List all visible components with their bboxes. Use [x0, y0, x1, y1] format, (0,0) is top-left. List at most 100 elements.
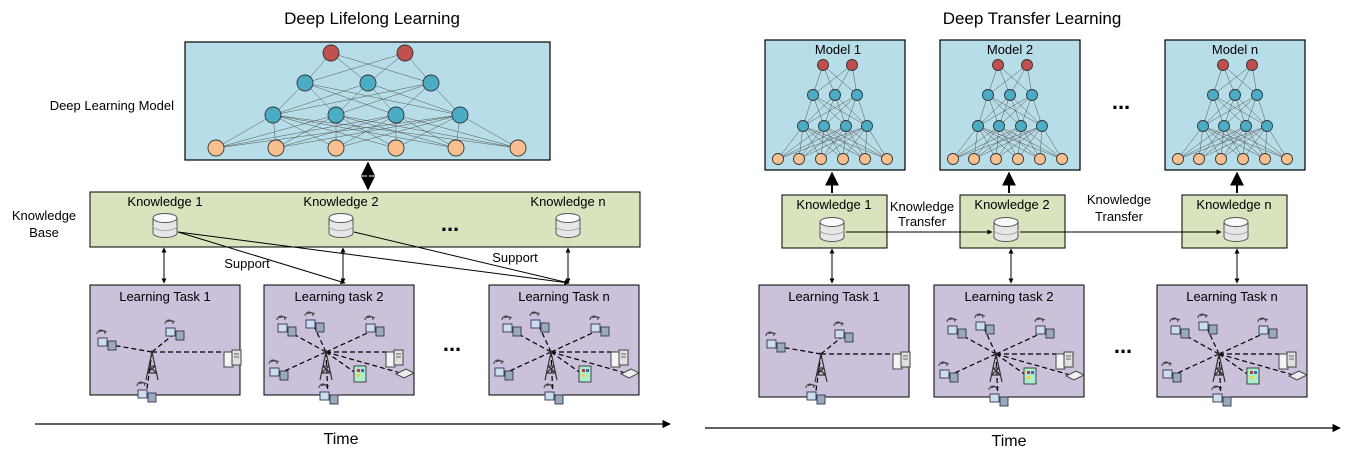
server-icon: [1278, 351, 1297, 370]
network-edge: [802, 94, 836, 127]
network-node: [815, 153, 827, 165]
model-box: [939, 39, 1081, 171]
network-edge: [215, 114, 337, 149]
network-edge: [1212, 94, 1268, 127]
network-node: [1172, 153, 1184, 165]
model-n-label: Model n: [1212, 42, 1258, 57]
network-node: [1021, 59, 1033, 71]
network-edge: [1202, 125, 1266, 160]
network-node: [1281, 153, 1293, 165]
network-edge: [1220, 125, 1268, 160]
network-edge: [304, 82, 461, 116]
network-node: [359, 74, 377, 92]
network-edge: [842, 125, 868, 160]
network-node: [772, 153, 784, 165]
network-edge: [1202, 125, 1288, 160]
wireless-link: [313, 325, 327, 353]
task-ellipsis: ...: [1114, 333, 1132, 358]
network-node: [1237, 153, 1249, 165]
network-edge: [822, 64, 858, 96]
left-title: Deep Lifelong Learning: [284, 9, 460, 28]
knowledge-transfer-label-2a: Knowledge: [1087, 192, 1151, 207]
network-edge: [1198, 125, 1268, 160]
network-node: [1026, 89, 1038, 101]
learning-task-box: [758, 284, 910, 398]
server-icon: [610, 349, 629, 368]
network-edge: [215, 114, 274, 149]
network-node: [837, 153, 849, 165]
network-edge: [1212, 64, 1253, 96]
network-node: [1004, 89, 1016, 101]
network-edge: [1202, 94, 1258, 127]
network-edge: [395, 114, 519, 149]
right-knowledge-2-label: Knowledge 2: [974, 197, 1049, 212]
network-edge: [823, 94, 858, 127]
right-learning-task-n-label: Learning Task n: [1186, 289, 1278, 304]
network-edge: [998, 94, 1033, 127]
time-label: Time: [324, 431, 359, 448]
network-scene: [96, 319, 242, 403]
network-node: [1015, 120, 1027, 132]
network-node: [1215, 153, 1227, 165]
network-edge: [335, 114, 397, 149]
network-node: [1251, 89, 1263, 101]
network-node: [817, 59, 829, 71]
database-icon: [1223, 217, 1249, 242]
network-node: [207, 139, 225, 157]
network-node: [1034, 153, 1046, 165]
network-edge: [272, 114, 397, 149]
network-edge: [777, 125, 847, 160]
network-scene: [493, 311, 640, 405]
network-edge: [987, 94, 1043, 127]
network-edge: [802, 125, 866, 160]
network-edge: [1020, 125, 1041, 160]
network-node: [881, 153, 893, 165]
network-node: [327, 106, 345, 124]
network-edge: [952, 125, 1022, 160]
knowledge-1-label: Knowledge 1: [127, 194, 202, 209]
network-edge: [1177, 125, 1247, 160]
network-edge: [272, 82, 369, 116]
right-knowledge-n-label: Knowledge n: [1196, 197, 1271, 212]
network-edge: [335, 114, 461, 149]
server-icon: [223, 349, 242, 368]
network-node: [829, 89, 841, 101]
network-node: [396, 44, 414, 62]
network-edge: [272, 82, 432, 116]
network-edge: [952, 125, 979, 160]
network-edge: [866, 125, 888, 160]
learning-task-2-label: Learning task 2: [295, 289, 384, 304]
network-edge: [952, 125, 1000, 160]
network-node: [1240, 120, 1252, 132]
network-node: [1218, 120, 1230, 132]
knowledge-transfer-label-2b: Transfer: [1095, 209, 1144, 224]
learning-task-1-label: Learning Task 1: [119, 289, 211, 304]
network-edge: [335, 82, 432, 116]
network-edge: [1177, 125, 1268, 160]
network-edge: [812, 64, 853, 96]
model-box: [1164, 39, 1306, 171]
network-edge: [802, 94, 858, 127]
network-edge: [272, 114, 337, 149]
wireless-link: [550, 329, 600, 353]
network-node: [422, 74, 440, 92]
network-edge: [802, 125, 888, 160]
network-edge: [977, 94, 1011, 127]
learning-task-box: [89, 284, 241, 396]
database-icon: [152, 213, 178, 238]
wireless-link: [1218, 353, 1298, 377]
server-icon: [1055, 351, 1074, 370]
right-learning-task-2-label: Learning task 2: [965, 289, 1054, 304]
network-edge: [1266, 125, 1288, 160]
learning-task-n-label: Learning Task n: [518, 289, 610, 304]
network-edge: [952, 125, 1043, 160]
database-icon: [819, 217, 845, 242]
network-node: [1012, 153, 1024, 165]
network-node: [859, 153, 871, 165]
network-node: [1246, 59, 1258, 71]
model-2-label: Model 2: [987, 42, 1033, 57]
network-node: [797, 120, 809, 132]
right-knowledge-1-label: Knowledge 1: [796, 197, 871, 212]
network-edge: [275, 114, 397, 149]
wireless-link: [277, 351, 327, 375]
